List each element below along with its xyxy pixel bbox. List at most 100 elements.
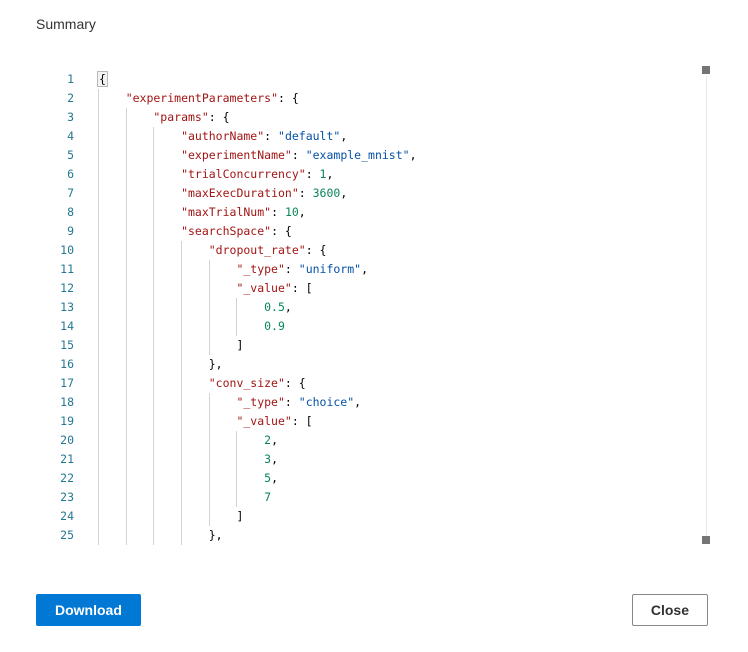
indent-guide [126,127,154,146]
line-number: 7 [67,186,74,200]
line-content: "params": { [98,108,229,127]
code-token: ] [236,338,244,352]
indent-guide [98,526,126,545]
code-token: "maxTrialNum" [181,205,272,219]
line-content: "searchSpace": { [98,222,292,241]
code-token: : [298,186,313,200]
line-content: "_value": [ [98,412,312,431]
indent-guide [98,469,126,488]
indent-guide [236,469,264,488]
line-content: "maxTrialNum": 10, [98,203,306,222]
indent-guide [153,165,181,184]
scrollbar-marker-bottom[interactable] [702,536,710,544]
indent-guide [153,241,181,260]
line-content: }, [98,526,223,545]
indent-guide [209,488,237,507]
line-content: }, [98,355,223,374]
line-content: 0.9 [98,317,285,336]
indent-guide [126,241,154,260]
indent-guide [153,336,181,355]
indent-guide [153,298,181,317]
code-line: 2 "experimentParameters": { [36,89,712,108]
scrollbar-track [706,76,707,536]
line-content: "authorName": "default", [98,127,347,146]
indent-guide [126,526,154,545]
code-editor[interactable]: 1{2"experimentParameters": {3"params": {… [36,60,712,552]
code-token: 5 [264,471,272,485]
close-button[interactable]: Close [631,594,708,626]
line-number: 18 [60,395,74,409]
download-button[interactable]: Download [36,594,141,626]
code-token: "_value" [236,414,292,428]
indent-guide [98,260,126,279]
indent-guide [181,412,209,431]
dialog-title: Summary [36,16,96,32]
indent-guide [153,260,181,279]
indent-guide [153,279,181,298]
line-number: 2 [67,91,74,105]
code-token: : [284,395,299,409]
line-content: "dropout_rate": { [98,241,327,260]
line-content: { [97,70,108,89]
line-number: 19 [60,414,74,428]
indent-guide [236,317,264,336]
code-token: 0.9 [264,319,285,333]
indent-guide [153,203,181,222]
indent-guide [98,488,126,507]
code-token: , [361,262,369,276]
code-token: : { [284,376,306,390]
line-content: 5, [98,469,278,488]
code-token: : { [305,243,327,257]
indent-guide [181,298,209,317]
indent-guide [126,298,154,317]
code-token: : [264,129,279,143]
indent-guide [98,393,126,412]
line-content: "experimentName": "example_mnist", [98,146,416,165]
line-content: "_type": "uniform", [98,260,368,279]
line-content: 7 [98,488,271,507]
code-lines: 1{2"experimentParameters": {3"params": {… [36,60,712,545]
indent-guide [126,488,154,507]
code-line: 15] [36,336,712,355]
code-token: "example_mnist" [305,148,410,162]
code-line: 24] [36,507,712,526]
code-token: "experimentName" [181,148,292,162]
code-token: : { [278,91,299,105]
line-number: 5 [67,148,74,162]
line-number: 3 [67,110,74,124]
indent-guide [126,450,154,469]
code-token: , [340,129,348,143]
code-line: 9"searchSpace": { [36,222,712,241]
indent-guide [153,222,181,241]
line-number: 17 [60,376,74,390]
indent-guide [98,108,126,127]
indent-guide [209,507,237,526]
code-token: , [340,186,348,200]
indent-guide [126,393,154,412]
line-number: 10 [60,243,74,257]
indent-guide [153,412,181,431]
line-number: 25 [60,528,74,542]
scrollbar-marker-top[interactable] [702,66,710,74]
indent-guide [98,355,126,374]
code-token: "_value" [236,281,292,295]
line-number: 16 [60,357,74,371]
code-token: "trialConcurrency" [181,167,306,181]
code-token: , [271,471,278,485]
indent-guide [98,412,126,431]
line-number: 22 [60,471,74,485]
indent-guide [181,260,209,279]
code-line: 10 "dropout_rate": { [36,241,712,260]
editor-scrollbar[interactable] [700,60,712,552]
code-token: , [284,300,292,314]
indent-guide [126,355,154,374]
indent-guide [98,241,126,260]
code-token: : [291,148,306,162]
code-token: : { [271,224,292,238]
line-content: "maxExecDuration": 3600, [98,184,347,203]
line-number: 8 [67,205,74,219]
code-line: 22 5, [36,469,712,488]
line-content: "experimentParameters": { [98,89,299,108]
code-token: "dropout_rate" [208,243,306,257]
